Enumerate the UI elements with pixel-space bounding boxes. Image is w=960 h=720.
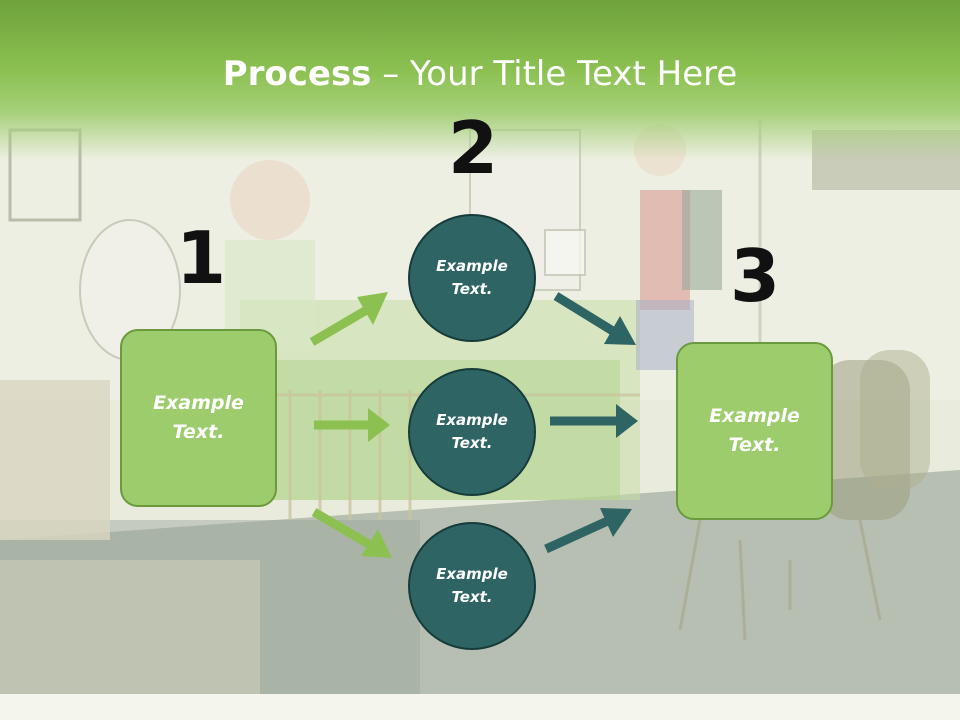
left-box-line1: Example: [153, 392, 244, 414]
header-band: [0, 0, 960, 160]
circle-middle[interactable]: Example Text.: [408, 368, 536, 496]
circle-top[interactable]: Example Text.: [408, 214, 536, 342]
circle-bottom[interactable]: Example Text.: [408, 522, 536, 650]
step-number-3: 3: [730, 234, 781, 318]
arrow-left-to-mid: [314, 408, 390, 442]
left-box-text: Example Text.: [153, 389, 244, 447]
circle-middle-line2: Text.: [451, 434, 493, 452]
arrow-top-to-right: [553, 292, 636, 345]
right-box-line2: Text.: [728, 434, 781, 456]
circle-top-line1: Example: [436, 257, 508, 275]
title-rest-part: – Your Title Text Here: [371, 54, 738, 94]
circle-top-line2: Text.: [451, 280, 493, 298]
arrow-left-to-bot: [311, 508, 392, 558]
title-bold-part: Process: [222, 54, 372, 94]
slide-title: Process – Your Title Text Here: [0, 52, 960, 96]
step-number-1: 1: [176, 216, 227, 300]
step-number-2: 2: [448, 106, 499, 190]
right-process-box[interactable]: Example Text.: [676, 342, 833, 520]
circle-top-text: Example Text.: [436, 255, 508, 301]
footer-strip: [0, 694, 960, 720]
left-box-line2: Text.: [172, 421, 225, 443]
right-box-text: Example Text.: [709, 402, 800, 460]
circle-middle-line1: Example: [436, 411, 508, 429]
arrow-bot-to-right: [544, 508, 632, 554]
circle-bottom-line1: Example: [436, 565, 508, 583]
circle-middle-text: Example Text.: [436, 409, 508, 455]
arrow-left-to-top: [309, 292, 388, 346]
circle-bottom-line2: Text.: [451, 588, 493, 606]
right-box-line1: Example: [709, 405, 800, 427]
circle-bottom-text: Example Text.: [436, 563, 508, 609]
arrow-mid-to-right: [550, 404, 638, 438]
left-process-box[interactable]: Example Text.: [120, 329, 277, 507]
